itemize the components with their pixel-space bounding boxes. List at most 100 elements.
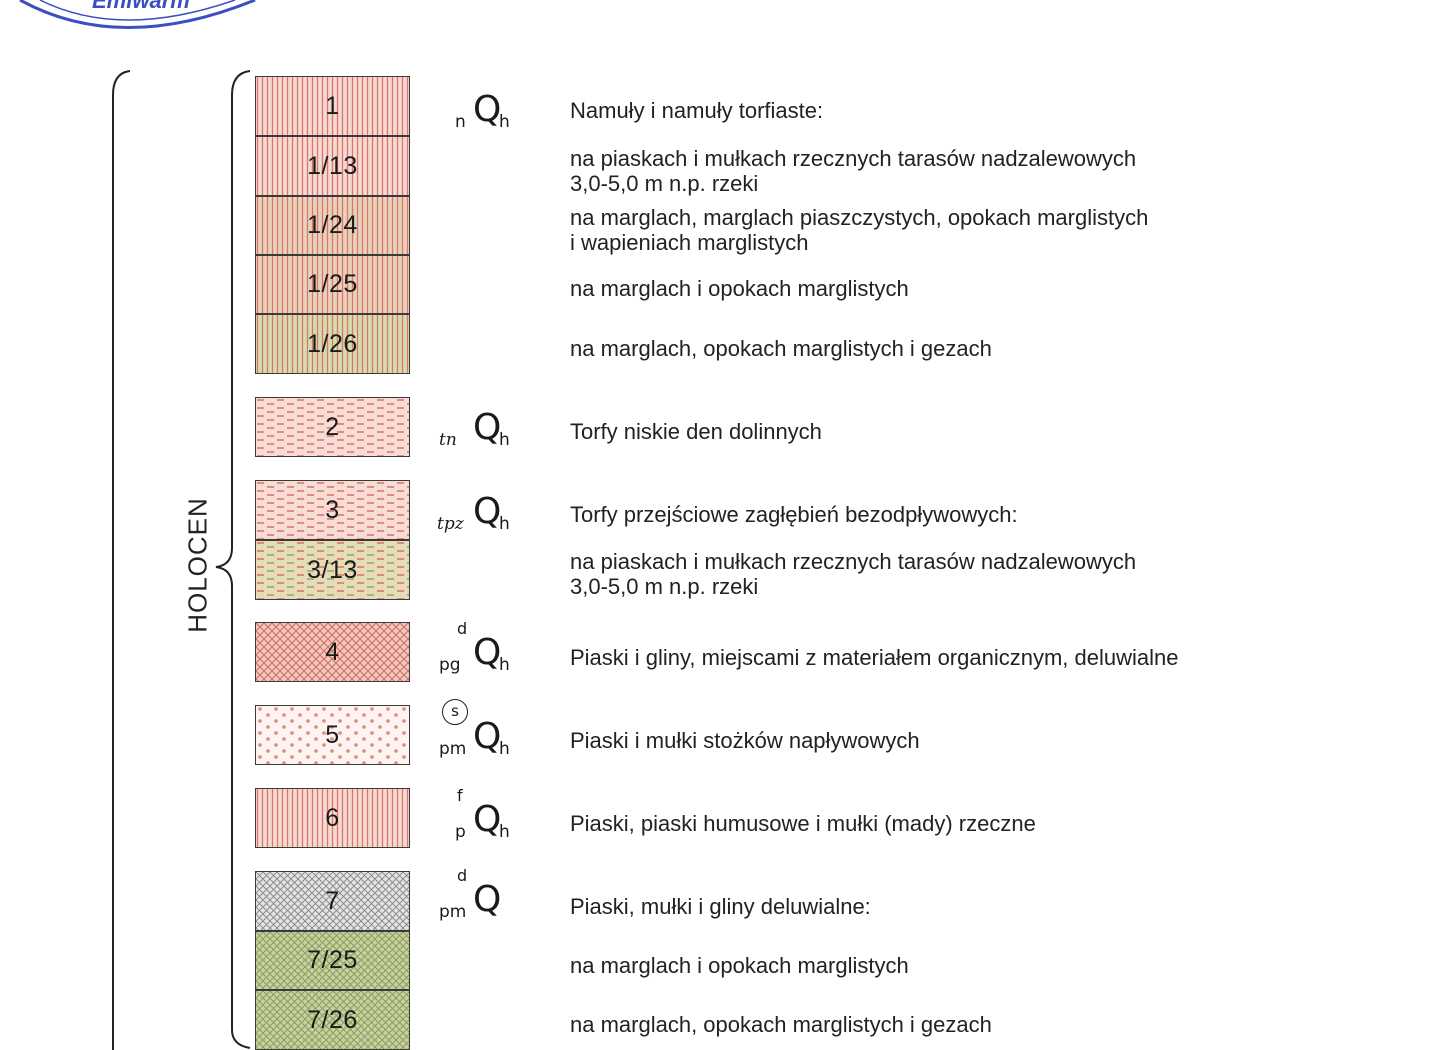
pattern-fill <box>256 481 409 539</box>
description-line: Piaski i mułki stożków napływowych <box>570 728 920 753</box>
legend-description: na marglach, opokach marglistych i gezac… <box>570 1012 992 1037</box>
symbol-sup: d <box>457 619 468 638</box>
symbol-main: Q <box>473 632 502 673</box>
description-line: Torfy niskie den dolinnych <box>570 419 822 444</box>
description-line: na marglach, opokach marglistych i gezac… <box>570 336 992 361</box>
description-line: na marglach i opokach marglistych <box>570 276 909 301</box>
description-line: na marglach i opokach marglistych <box>570 953 909 978</box>
legend-box-label: 1 <box>325 91 340 120</box>
symbol-post-sub: h <box>499 655 510 675</box>
symbol-pre-sub: pm <box>439 902 467 922</box>
symbol-main: Q <box>473 491 502 532</box>
legend-box-1-26: 1/26 <box>255 314 410 374</box>
pattern-fill <box>256 398 409 456</box>
description-line: i wapieniach marglistych <box>570 230 809 255</box>
description-line: na piaskach i mułkach rzecznych tarasów … <box>570 549 1137 574</box>
legend-box-label: 4 <box>325 637 340 666</box>
legend-box-1-13: 1/13 <box>255 136 410 196</box>
symbol-main: Q <box>473 407 502 448</box>
pattern-fill <box>256 623 409 681</box>
legend-box-5: 5 <box>255 705 410 765</box>
legend-box-label: 1/25 <box>307 270 358 298</box>
description-line: na marglach, marglach piaszczystych, opo… <box>570 205 1149 230</box>
legend-box-label: 1/24 <box>307 211 358 239</box>
legend-box-label: 7/25 <box>307 946 358 974</box>
symbol-post-sub: h <box>499 514 510 534</box>
pattern-fill <box>256 541 409 599</box>
pattern-fill <box>256 706 409 764</box>
symbol-post-sub: h <box>499 430 510 450</box>
symbol-main: Q <box>473 89 502 130</box>
legend-box-7-25: 7/25 <box>255 931 410 990</box>
symbol-main: Q <box>473 799 502 840</box>
legend-description: Piaski i mułki stożków napływowych <box>570 728 920 753</box>
symbol-sup: f <box>457 786 463 805</box>
symbol-sup: d <box>457 866 468 885</box>
pattern-fill <box>256 991 409 1049</box>
description-line: 3,0-5,0 m n.p. rzeki <box>570 574 759 599</box>
legend-description: na piaskach i mułkach rzecznych tarasów … <box>570 146 1136 196</box>
symbol-pre-sub: pm <box>439 739 467 759</box>
legend-box-3: 3 <box>255 480 410 540</box>
legend-box-7: 7 <box>255 871 410 931</box>
description-line: na marglach, opokach marglistych i gezac… <box>570 1012 992 1037</box>
symbol-pre-sub: pg <box>439 655 461 675</box>
pattern-fill <box>256 315 409 373</box>
symbol-pre-sub: n <box>455 112 466 132</box>
description-line: Namuły i namuły torfiaste: <box>570 98 824 123</box>
description-line: na piaskach i mułkach rzecznych tarasów … <box>570 146 1137 171</box>
symbol-pre-sub: p <box>455 822 466 842</box>
legend-box-label: 3 <box>325 495 340 524</box>
legend-description: na piaskach i mułkach rzecznych tarasów … <box>570 549 1136 599</box>
legend-box-label: 6 <box>325 803 340 832</box>
symbol-post-sub: h <box>499 739 510 759</box>
legend-box-7-26: 7/26 <box>255 990 410 1050</box>
legend-description: na marglach i opokach marglistych <box>570 953 909 978</box>
legend-box-1-24: 1/24 <box>255 196 410 255</box>
legend-box-4: 4 <box>255 622 410 682</box>
legend-box-6: 6 <box>255 788 410 848</box>
legend-box-label: 7 <box>325 886 340 915</box>
legend-box-label: 1/13 <box>307 151 358 180</box>
legend-description: na marglach i opokach marglistych <box>570 276 909 301</box>
legend-box-label: 2 <box>325 412 340 441</box>
pattern-fill <box>256 256 409 313</box>
legend-description: Piaski, piaski humusowe i mułki (mady) r… <box>570 811 1036 836</box>
symbol-main: Q <box>473 716 502 757</box>
stamp-seal: Emiwarm <box>19 0 256 29</box>
legend-description: Piaski, mułki i gliny deluwialne: <box>570 894 871 919</box>
pattern-fill <box>256 872 409 930</box>
symbol-post-sub: h <box>499 112 510 132</box>
legend-box-1: 1 <box>255 76 410 136</box>
legend-description: Piaski i gliny, miejscami z materiałem o… <box>570 645 1178 670</box>
description-line: Piaski, piaski humusowe i mułki (mady) r… <box>570 811 1036 836</box>
era-label: HOLOCEN <box>182 497 213 633</box>
legend-box-3-13: 3/13 <box>255 540 410 600</box>
symbol-post-sub: h <box>499 822 510 842</box>
pattern-fill <box>256 197 409 254</box>
legend-description: na marglach, opokach marglistych i gezac… <box>570 336 992 361</box>
legend-box-2: 2 <box>255 397 410 457</box>
legend-box-label: 3/13 <box>307 555 358 584</box>
legend-box-label: 5 <box>325 720 340 749</box>
legend-box-1-25: 1/25 <box>255 255 410 314</box>
legend-description: Torfy niskie den dolinnych <box>570 419 822 444</box>
description-line: Torfy przejściowe zagłębień bezodpływowy… <box>570 502 1018 527</box>
legend-description: na marglach, marglach piaszczystych, opo… <box>570 205 1148 255</box>
legend-box-label: 1/26 <box>307 329 358 358</box>
legend-box-label: 7/26 <box>307 1005 358 1034</box>
pattern-fill <box>256 137 409 195</box>
legend-description: Namuły i namuły torfiaste: <box>570 98 823 123</box>
pattern-fill <box>256 77 409 135</box>
symbol-circled: s <box>442 699 468 725</box>
svg-text:Emiwarm: Emiwarm <box>92 0 190 13</box>
symbol-pre-sub: tpz <box>437 514 464 534</box>
symbol-main: Q <box>473 879 502 920</box>
